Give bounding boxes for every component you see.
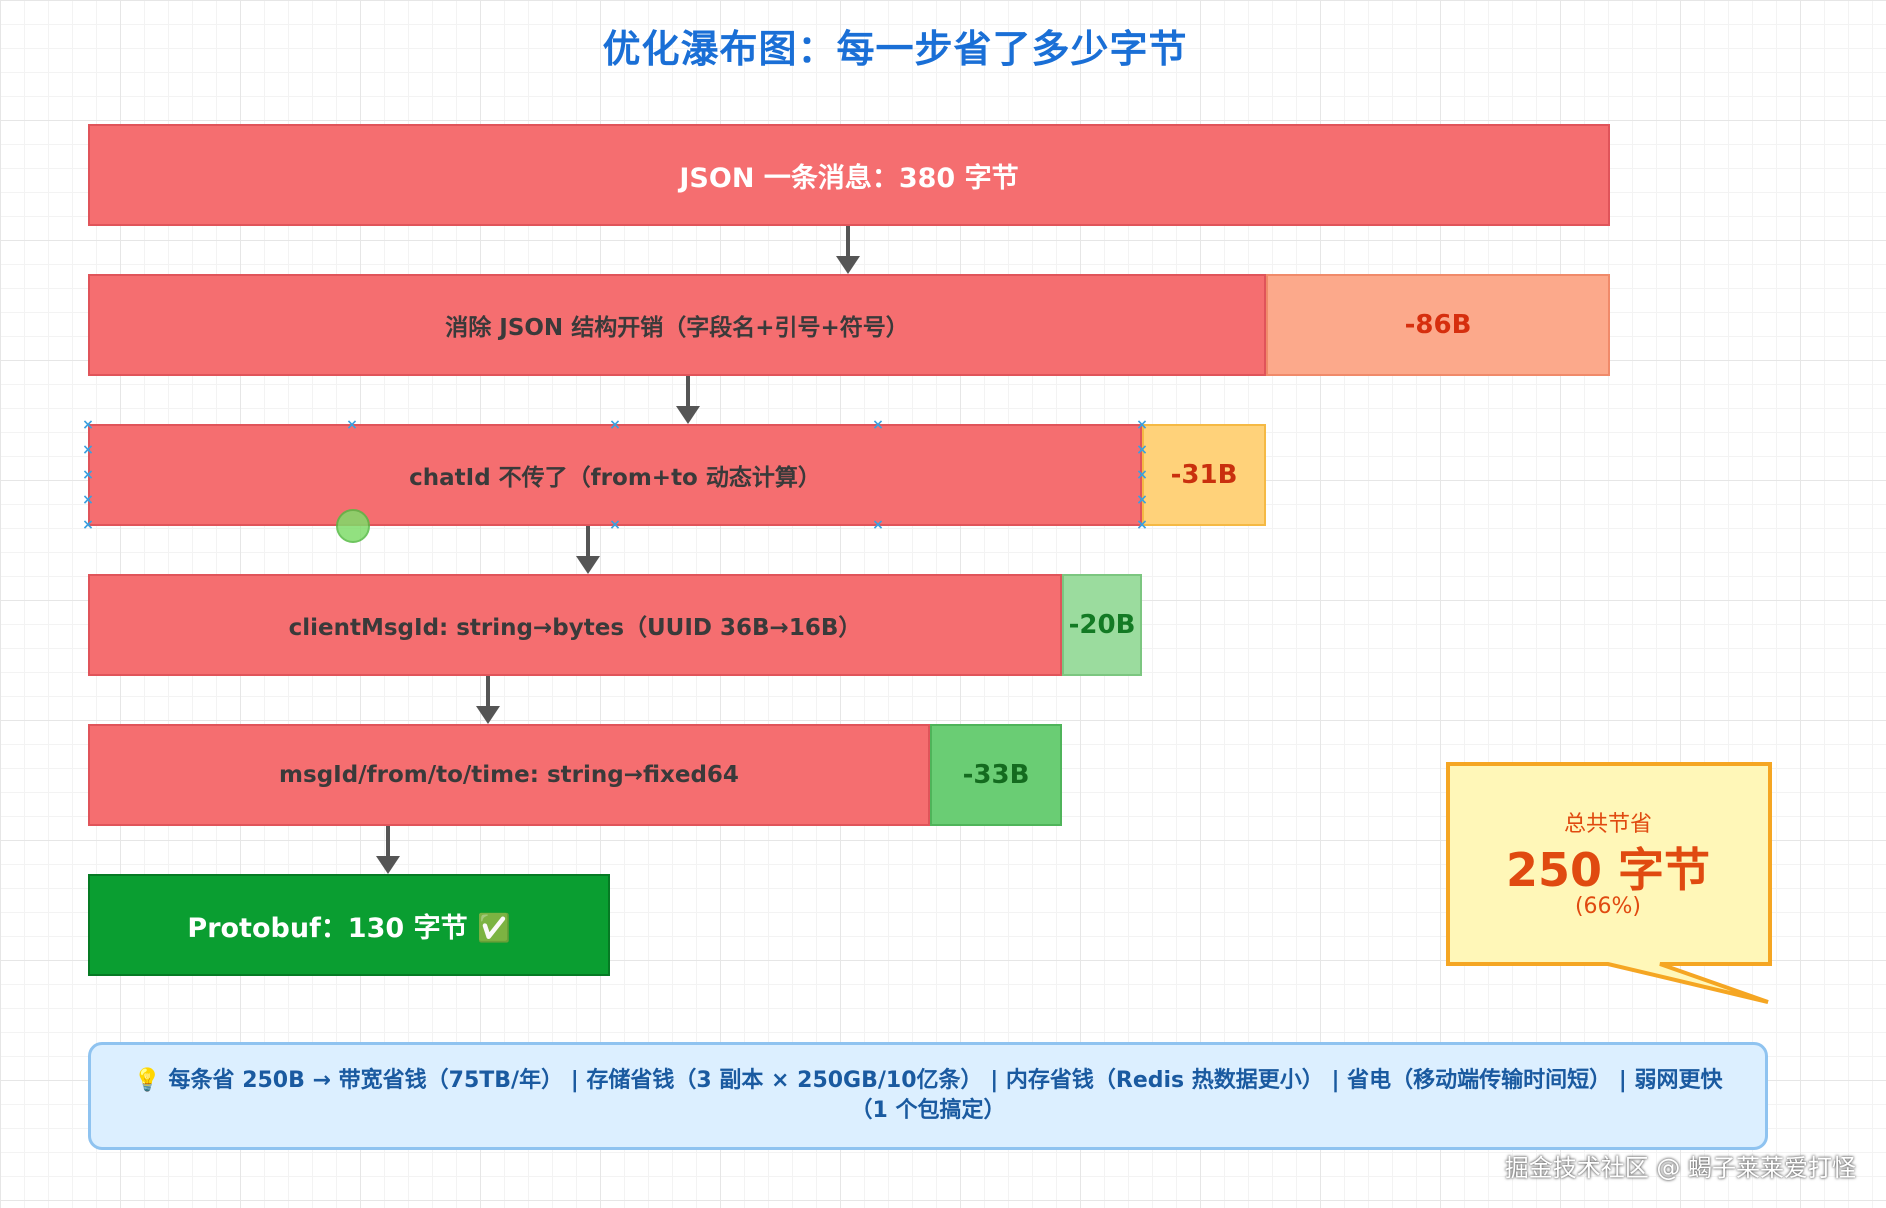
bar-step-msgid-label: msgId/from/to/time: string→fixed64: [279, 762, 739, 788]
arrow-1: [836, 226, 860, 274]
resize-handle[interactable]: ×: [609, 417, 621, 433]
resize-handle[interactable]: ×: [1136, 467, 1148, 483]
resize-handle[interactable]: ×: [872, 417, 884, 433]
bar-step-structure[interactable]: 消除 JSON 结构开销（字段名+引号+符号）: [88, 274, 1266, 376]
resize-handle[interactable]: ×: [872, 517, 884, 533]
resize-handle[interactable]: ×: [609, 517, 621, 533]
bar-step-msgid[interactable]: msgId/from/to/time: string→fixed64: [88, 724, 930, 826]
rotate-handle[interactable]: [336, 509, 370, 543]
bar-step-chatid[interactable]: chatId 不传了（from+to 动态计算）: [88, 424, 1142, 526]
saving-label: -86B: [1404, 310, 1472, 340]
bar-step-chatid-label: chatId 不传了（from+to 动态计算）: [409, 465, 821, 491]
callout-percent: (66%): [1574, 894, 1642, 919]
saving-segment-31[interactable]: -31B: [1142, 424, 1266, 526]
resize-handle[interactable]: ×: [346, 417, 358, 433]
arrow-3: [576, 526, 600, 574]
resize-handle[interactable]: ×: [1136, 417, 1148, 433]
saving-label: -31B: [1170, 460, 1238, 490]
bar-json-total[interactable]: JSON 一条消息：380 字节: [88, 124, 1610, 226]
resize-handle[interactable]: ×: [82, 417, 94, 433]
benefits-note-text: 💡 每条省 250B → 带宽省钱（75TB/年） | 存储省钱（3 副本 × …: [133, 1068, 1723, 1123]
savings-callout[interactable]: [1440, 760, 1780, 1010]
resize-handle[interactable]: ×: [82, 492, 94, 508]
bar-protobuf-final-label: Protobuf：130 字节 ✅: [187, 912, 511, 944]
resize-handle[interactable]: ×: [82, 442, 94, 458]
bar-step-structure-label: 消除 JSON 结构开销（字段名+引号+符号）: [445, 315, 909, 341]
benefits-note[interactable]: 💡 每条省 250B → 带宽省钱（75TB/年） | 存储省钱（3 副本 × …: [88, 1042, 1768, 1150]
resize-handle[interactable]: ×: [1136, 442, 1148, 458]
resize-handle[interactable]: ×: [82, 517, 94, 533]
watermark: 掘金技术社区 @ 蝎子莱莱爱打怪: [1504, 1154, 1856, 1182]
bar-protobuf-final[interactable]: Protobuf：130 字节 ✅: [88, 874, 610, 976]
arrow-2: [676, 376, 700, 424]
resize-handle[interactable]: ×: [1136, 492, 1148, 508]
callout-total: 250 字节: [1505, 843, 1711, 897]
resize-handle[interactable]: ×: [1136, 517, 1148, 533]
saving-segment-33[interactable]: -33B: [930, 724, 1062, 826]
saving-label: -20B: [1068, 610, 1136, 640]
saving-segment-20[interactable]: -20B: [1062, 574, 1142, 676]
saving-label: -33B: [962, 760, 1030, 790]
bar-step-clientmsgid[interactable]: clientMsgId: string→bytes（UUID 36B→16B）: [88, 574, 1062, 676]
bar-step-clientmsgid-label: clientMsgId: string→bytes（UUID 36B→16B）: [288, 615, 862, 641]
resize-handle[interactable]: ×: [82, 467, 94, 483]
arrow-5: [376, 826, 400, 874]
arrow-4: [476, 676, 500, 724]
callout-caption: 总共节省: [1563, 812, 1652, 837]
bar-json-total-label: JSON 一条消息：380 字节: [679, 162, 1019, 194]
page-title: 优化瀑布图：每一步省了多少字节: [602, 27, 1188, 71]
saving-segment-86[interactable]: -86B: [1266, 274, 1610, 376]
